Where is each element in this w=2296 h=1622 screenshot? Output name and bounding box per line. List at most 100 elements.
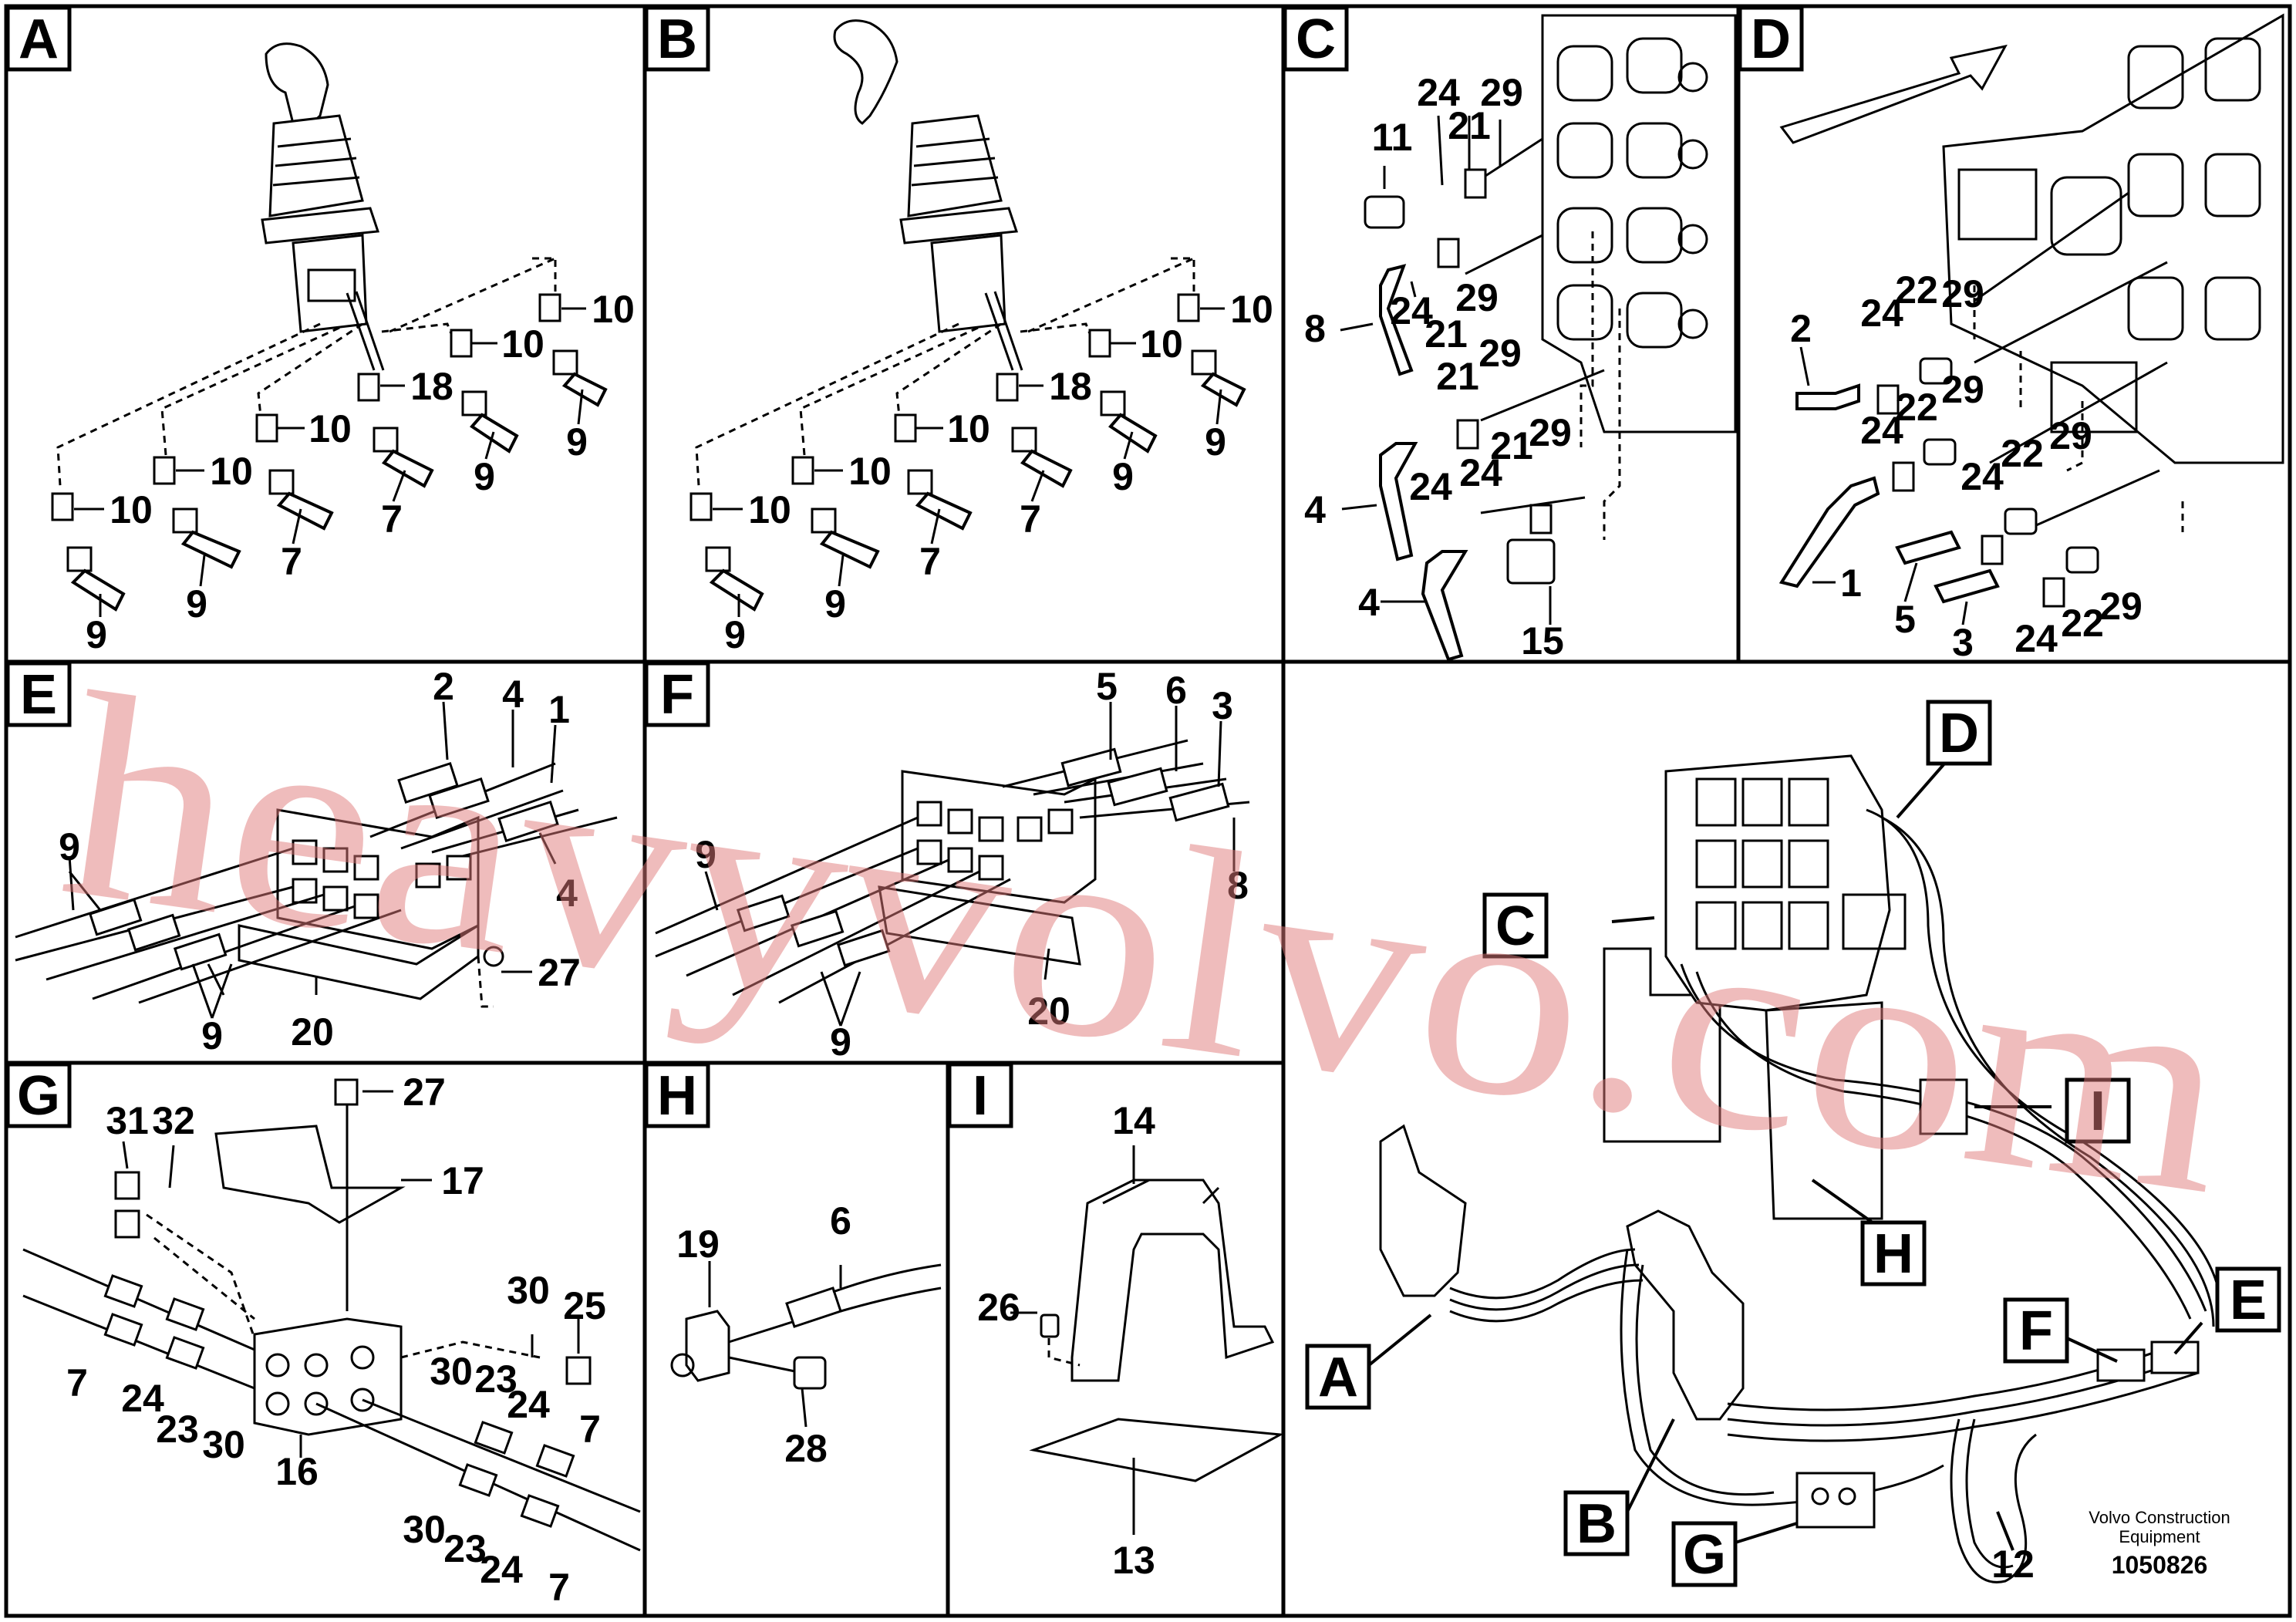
panel-c-callout-24b: 24 — [1390, 289, 1433, 332]
panel-g-callout-30d: 30 — [403, 1508, 446, 1551]
panel-g-callout-16: 16 — [275, 1450, 319, 1493]
panel-h-callout-19: 19 — [676, 1222, 720, 1266]
panel-c-callout-21a: 21 — [1448, 104, 1491, 147]
leader-lines — [74, 307, 586, 617]
footer-company-line2: Equipment — [2119, 1527, 2200, 1546]
panel-d-callout-22c: 22 — [2001, 432, 2044, 475]
panel-f-callout-6: 6 — [1165, 669, 1187, 712]
panel-e-callout-1: 1 — [548, 688, 570, 731]
panel-a-callout-10d: 10 — [501, 322, 544, 366]
panel-f-callout-5: 5 — [1096, 665, 1118, 708]
panel-h-drawing — [670, 1261, 942, 1428]
panel-g-callout-25: 25 — [563, 1284, 606, 1327]
overview-label-a: A — [1318, 1347, 1358, 1408]
panel-label-d: D — [1751, 8, 1791, 70]
panel-g-callout-23c: 23 — [443, 1527, 487, 1570]
panel-g-callout-17: 17 — [441, 1159, 484, 1202]
panel-d-drawing — [1778, 13, 2284, 626]
panel-g-callout-23a: 23 — [156, 1408, 199, 1451]
direction-arrow-icon — [1779, 44, 2008, 144]
panel-a-drawing — [51, 42, 608, 617]
panel-c-callout-15: 15 — [1521, 619, 1564, 663]
panel-c-callout-4b: 4 — [1358, 581, 1380, 624]
panel-label-b: B — [657, 8, 697, 70]
panel-g-callout-24a: 24 — [121, 1377, 164, 1420]
panel-c-callout-29b: 29 — [1455, 276, 1499, 319]
panel-c-callout-4a: 4 — [1304, 488, 1326, 531]
panel-e-callout-9b: 9 — [201, 1014, 223, 1057]
panel-b-callout-10b: 10 — [848, 450, 892, 493]
panel-c-callout-8: 8 — [1304, 307, 1326, 350]
fittings — [51, 293, 578, 572]
panel-d-callout-22b: 22 — [1895, 386, 1938, 429]
panel-b-callout-10d: 10 — [1140, 322, 1183, 366]
panel-f-callout-9b: 9 — [830, 1020, 851, 1064]
panel-a-callout-9d: 9 — [566, 420, 588, 464]
joystick-left-icon — [1379, 1124, 1467, 1297]
panel-c-drawing — [1340, 14, 1737, 662]
panel-g-callout-27: 27 — [403, 1071, 446, 1114]
panel-e-callout-20: 20 — [291, 1010, 334, 1054]
panel-a-callout-9c: 9 — [474, 455, 495, 498]
panel-f-callout-9a: 9 — [695, 833, 716, 876]
panel-c-callout-11: 11 — [1372, 116, 1413, 159]
panel-g-callout-30a: 30 — [507, 1269, 550, 1312]
panel-d-callout-5: 5 — [1894, 598, 1916, 641]
overview-label-g: G — [1683, 1524, 1726, 1586]
joystick-right-icon — [1626, 1209, 1745, 1421]
panel-g-callout-7b: 7 — [579, 1408, 601, 1451]
panel-e-callout-9a: 9 — [59, 825, 80, 868]
overview-callout-12: 12 — [1991, 1543, 2035, 1586]
panel-e-callout-4b: 4 — [556, 872, 578, 915]
panel-d-callout-22a: 22 — [1895, 268, 1938, 312]
panel-a-callout-9a: 9 — [86, 613, 107, 656]
panel-d-callout-29a: 29 — [1941, 272, 1984, 315]
panel-d-callout-29b: 29 — [1941, 368, 1984, 411]
panel-d-callout-1: 1 — [1840, 561, 1862, 605]
panel-g-callout-24b: 24 — [507, 1383, 550, 1426]
overview-label-boxes — [1305, 700, 2281, 1587]
panel-d-callout-29c: 29 — [2049, 414, 2092, 457]
panel-e-callout-2: 2 — [433, 665, 454, 708]
panel-a-callout-7b: 7 — [381, 497, 403, 541]
overview-label-f: F — [2019, 1300, 2053, 1362]
panel-g-callout-23b: 23 — [474, 1357, 518, 1401]
panel-i-callout-14: 14 — [1112, 1099, 1155, 1142]
panel-b-callout-10e: 10 — [1230, 288, 1273, 331]
panel-d-callout-24b: 24 — [1860, 409, 1903, 452]
panel-b-callout-10c: 10 — [947, 407, 990, 450]
panel-f-callout-3: 3 — [1212, 684, 1233, 727]
panel-a-callout-10e: 10 — [592, 288, 635, 331]
panel-e-callout-4a: 4 — [502, 673, 524, 716]
panel-d-callout-2: 2 — [1790, 307, 1812, 350]
overview-label-b: B — [1576, 1493, 1617, 1555]
panel-label-h: H — [657, 1065, 697, 1127]
overview-label-c: C — [1495, 895, 1536, 957]
overview-label-h: H — [1873, 1223, 1913, 1285]
panel-g-callout-30c: 30 — [430, 1350, 473, 1393]
panel-label-e: E — [20, 664, 57, 726]
panel-c-callout-29d: 29 — [1529, 411, 1572, 454]
panel-i-callout-13: 13 — [1112, 1539, 1155, 1582]
panel-g-callout-32: 32 — [152, 1099, 195, 1142]
watermark-text: heavyvolvo.com — [47, 632, 2246, 1256]
panel-a-callout-9b: 9 — [186, 582, 207, 626]
panel-c-callout-21d: 21 — [1490, 424, 1533, 467]
panel-c-callout-29a: 29 — [1480, 71, 1523, 114]
panel-letter-boxes — [5, 5, 1804, 1128]
panel-g-callout-24c: 24 — [480, 1548, 523, 1591]
panel-label-g: G — [17, 1065, 60, 1127]
panel-h-callout-28: 28 — [784, 1427, 828, 1470]
overview-label-d: D — [1939, 703, 1979, 764]
panel-label-c: C — [1296, 8, 1336, 70]
panel-f-callout-20: 20 — [1027, 990, 1070, 1033]
footer-figure-number: 1050826 — [2112, 1551, 2208, 1579]
overview-drawing — [1367, 754, 2223, 1583]
panel-b-callout-7b: 7 — [1020, 497, 1041, 541]
panel-g-callout-7a: 7 — [66, 1361, 88, 1404]
panel-g-callout-7c: 7 — [548, 1566, 570, 1609]
panel-c-callout-21c: 21 — [1436, 355, 1479, 398]
panel-f-callout-8: 8 — [1227, 864, 1249, 907]
